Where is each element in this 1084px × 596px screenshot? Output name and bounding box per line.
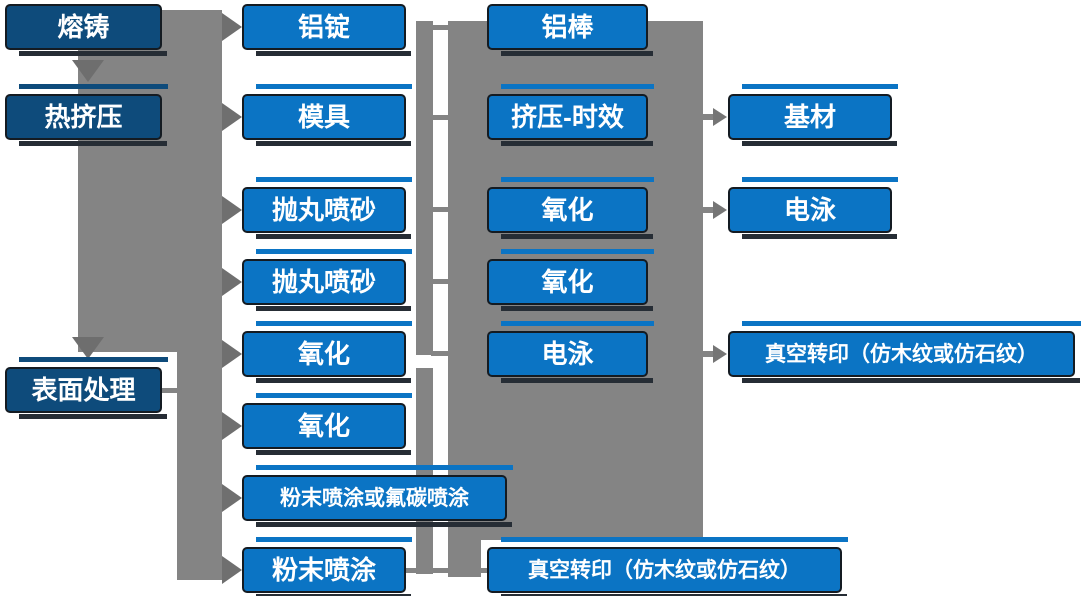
node-oxidation-d-label: 氧化 [541, 267, 594, 297]
arrowhead-to-substrate [713, 108, 727, 126]
node-aluminum-ingot-label: 铝锭 [297, 12, 350, 42]
node-mold-label: 模具 [297, 102, 350, 132]
connector-tie-row3 [431, 207, 450, 212]
arrowhead-to-powder-spray [222, 556, 242, 584]
node-shot-blast-sandblast-1-label: 抛丸喷砂 [271, 195, 376, 225]
node-aluminum-rod-label: 铝棒 [541, 12, 594, 42]
node-electrophoresis-b-label: 电泳 [783, 195, 836, 225]
arrowhead-to-shot-blast-2 [222, 268, 242, 296]
arrow-stem-to-vacuum-transfer-b [701, 351, 713, 357]
connector-tie-surface-treatment [162, 388, 177, 393]
node-substrate: 基材 [728, 84, 898, 146]
arrowhead-to-oxidation-b [222, 412, 242, 440]
node-melting: 熔铸 [5, 4, 167, 56]
node-electrophoresis-a: 电泳 [487, 321, 654, 383]
node-electrophoresis-a-label: 电泳 [541, 339, 594, 369]
node-powder-or-fluorocarbon-spray-label: 粉末喷涂或氟碳喷涂 [280, 486, 469, 510]
connector-left-branch-lower [177, 345, 222, 580]
arrowhead-to-vacuum-transfer-b [713, 345, 727, 363]
node-oxidation-d: 氧化 [487, 249, 654, 311]
connector-tie-row2 [431, 115, 450, 120]
node-oxidation-b-label: 氧化 [297, 411, 350, 441]
arrowhead-down-to-surface-treatment [72, 337, 104, 359]
node-oxidation-a: 氧化 [242, 321, 412, 383]
node-extrusion-aging-label: 挤压-时效 [511, 102, 624, 132]
connector-tie-row8 [406, 568, 488, 573]
node-hot-extrusion-label: 热挤压 [44, 102, 123, 132]
node-surface-treatment-label: 表面处理 [31, 375, 136, 405]
arrow-stem-to-electrophoresis-b [701, 207, 713, 213]
node-vacuum-transfer-a-label: 真空转印（仿木纹或仿石纹） [528, 558, 801, 582]
node-melting-label: 熔铸 [57, 12, 110, 42]
node-vacuum-transfer-b: 真空转印（仿木纹或仿石纹） [728, 321, 1081, 383]
node-shot-blast-sandblast-2-label: 抛丸喷砂 [271, 267, 376, 297]
node-oxidation-b: 氧化 [242, 393, 412, 455]
connector-tie-row4 [431, 279, 450, 284]
node-powder-or-fluorocarbon-spray: 粉末喷涂或氟碳喷涂 [242, 465, 513, 527]
arrowhead-to-oxidation-a [222, 340, 242, 368]
connector-tie-row5 [431, 351, 450, 356]
node-aluminum-rod: 铝棒 [487, 4, 653, 56]
node-aluminum-ingot: 铝锭 [242, 4, 411, 56]
node-vacuum-transfer-b-label: 真空转印（仿木纹或仿石纹） [765, 342, 1038, 366]
connector-tie-row1 [431, 25, 450, 30]
arrowhead-to-mold [222, 103, 242, 131]
node-electrophoresis-b: 电泳 [728, 177, 898, 239]
connector-mid-bar-upper [416, 21, 433, 355]
arrowhead-to-electrophoresis-b [713, 201, 727, 219]
node-extrusion-aging: 挤压-时效 [487, 84, 654, 146]
node-surface-treatment: 表面处理 [5, 357, 168, 419]
node-powder-spray: 粉末喷涂 [242, 537, 412, 596]
node-shot-blast-sandblast-1: 抛丸喷砂 [242, 177, 412, 239]
node-shot-blast-sandblast-2: 抛丸喷砂 [242, 249, 412, 311]
node-vacuum-transfer-a: 真空转印（仿木纹或仿石纹） [487, 537, 848, 596]
node-oxidation-c: 氧化 [487, 177, 654, 239]
arrowhead-to-aluminum-ingot [222, 13, 242, 41]
node-mold: 模具 [242, 84, 412, 146]
arrowhead-to-shot-blast-1 [222, 196, 242, 224]
connector-mid-bar-lower [416, 368, 433, 574]
node-oxidation-a-label: 氧化 [297, 339, 350, 369]
node-powder-spray-label: 粉末喷涂 [271, 555, 376, 585]
node-substrate-label: 基材 [783, 102, 836, 132]
node-oxidation-c-label: 氧化 [541, 195, 594, 225]
arrow-stem-to-substrate [701, 114, 713, 120]
arrowhead-down-to-hot-extrusion [72, 60, 104, 82]
arrowhead-to-powder-or-fluorocarbon [222, 484, 242, 512]
node-hot-extrusion: 热挤压 [5, 84, 168, 146]
